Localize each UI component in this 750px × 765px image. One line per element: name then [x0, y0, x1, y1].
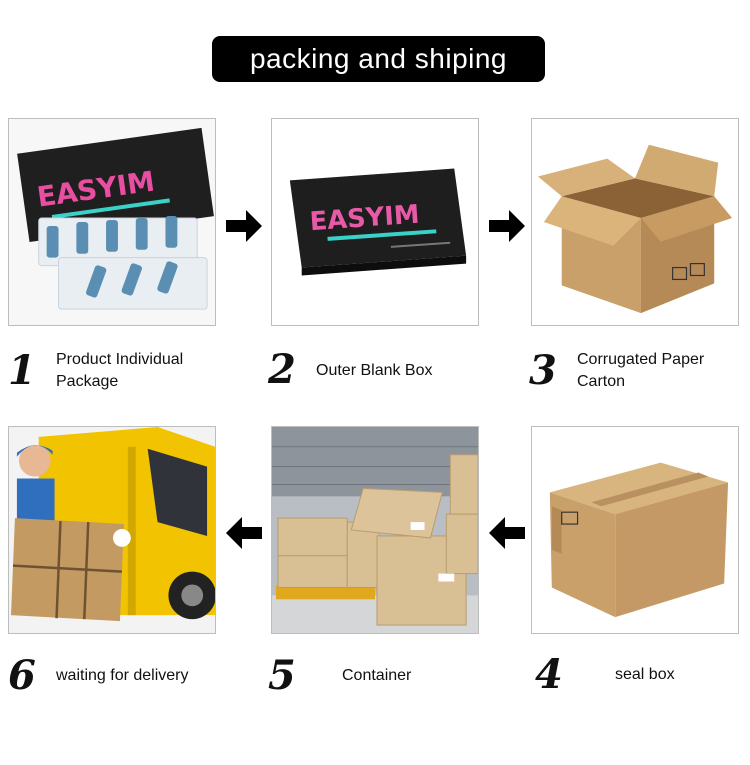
step-label: Container	[342, 665, 411, 687]
page-title: packing and shiping	[212, 36, 545, 82]
step-number: 4	[535, 651, 563, 698]
step-5: 5 Container	[268, 656, 411, 696]
arrow-right-icon	[487, 206, 527, 246]
step-label-line1: Outer Blank Box	[316, 362, 433, 379]
step-label-line1: waiting for delivery	[56, 667, 189, 684]
step-number: 6	[8, 652, 36, 699]
step-label: Corrugated Paper Carton	[577, 349, 704, 393]
arrow-left-icon	[487, 513, 527, 553]
arrow-right-icon	[224, 206, 264, 246]
open-carton-illustration	[532, 119, 738, 325]
step-4: 4 seal box	[535, 655, 675, 695]
step-number: 3	[529, 347, 557, 394]
step-number: 2	[268, 346, 296, 393]
outer-blank-box-photo: EASYIM	[271, 118, 479, 326]
step-label: waiting for delivery	[56, 665, 189, 687]
page-title-text: packing and shiping	[249, 43, 507, 74]
step-label-line2: Package	[56, 373, 119, 390]
step-number: 5	[268, 652, 296, 699]
step-label-line1: Container	[342, 667, 412, 684]
step-3: 3 Corrugated Paper Carton	[529, 349, 704, 393]
step-1: 1 Product Individual Package	[8, 349, 183, 393]
product-package-illustration: EASYIM	[9, 119, 215, 325]
container-photo	[271, 426, 479, 634]
step-label-line1: seal box	[615, 666, 675, 683]
step-label: Outer Blank Box	[316, 360, 433, 382]
step-number: 1	[8, 347, 36, 394]
arrow-left-icon	[224, 513, 264, 553]
step-6: 6 waiting for delivery	[8, 656, 189, 696]
step-label-line2: Carton	[577, 373, 626, 390]
delivery-van-illustration	[9, 427, 215, 633]
corrugated-carton-photo	[531, 118, 739, 326]
step-2: 2 Outer Blank Box	[268, 350, 433, 390]
warehouse-boxes-illustration	[272, 427, 478, 633]
product-package-photo: EASYIM	[8, 118, 216, 326]
step-label-line1: Product Individual	[56, 351, 184, 368]
step-label-line1: Corrugated Paper	[577, 351, 705, 368]
delivery-photo	[8, 426, 216, 634]
step-label: Product Individual Package	[56, 349, 183, 393]
sealed-carton-illustration	[532, 427, 738, 633]
seal-box-photo	[531, 426, 739, 634]
outer-box-illustration: EASYIM	[272, 119, 478, 325]
step-label: seal box	[615, 664, 675, 686]
